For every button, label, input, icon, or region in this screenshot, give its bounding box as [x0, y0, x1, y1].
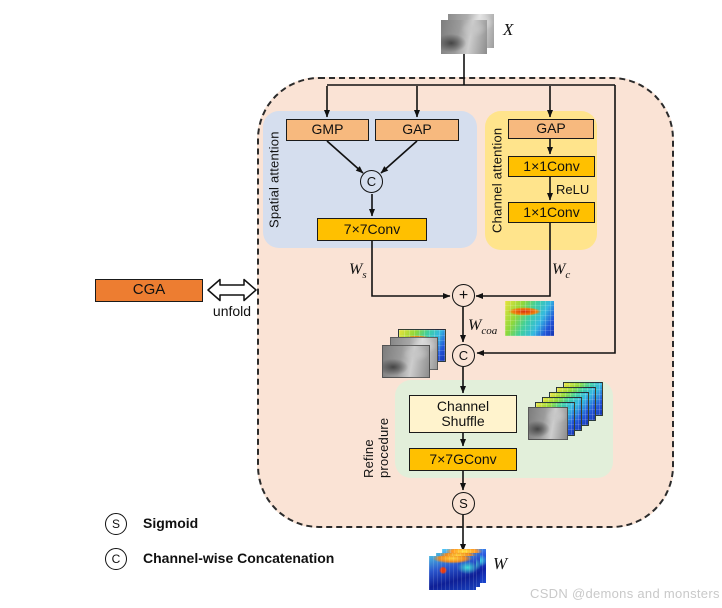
add-node: + [452, 284, 475, 307]
channel-attention-title: Channel attention [489, 127, 505, 234]
input-image-front [441, 20, 487, 54]
channel-shuffle-line1: Channel [436, 397, 490, 414]
output-weight-label: W [493, 554, 508, 573]
channel-weight-label: Wc [552, 261, 571, 282]
gconv7x7-box: 7×7GConv [409, 448, 517, 471]
gmp-box: GMP [286, 119, 369, 141]
channel-shuffle-box: Channel Shuffle [409, 395, 517, 433]
concat-stack-gray-front [382, 345, 430, 378]
input-tensor-label: X [503, 20, 514, 39]
gap-channel-box: GAP [508, 119, 594, 139]
watermark: CSDN @demons and monsters [530, 586, 720, 601]
spatial-attention-title: Spatial attention [266, 131, 282, 228]
channel-shuffle-line2: Shuffle [441, 413, 485, 429]
legend-sigmoid-icon: S [105, 513, 127, 535]
concat-node-main: C [452, 344, 475, 367]
unfold-label: unfold [212, 303, 252, 319]
output-map-front [429, 556, 476, 590]
coarse-weight-label: Wcoa [468, 317, 498, 338]
gap-spatial-box: GAP [375, 119, 459, 141]
refine-procedure-title: Refine procedure [361, 417, 391, 478]
unfold-double-arrow-icon [207, 278, 257, 302]
concat-node-spatial: C [360, 170, 383, 193]
conv1x1-box-2: 1×1Conv [508, 202, 595, 223]
relu-label: ReLU [556, 182, 590, 197]
refine-stack-gray-front [528, 407, 568, 440]
legend-concat-label: Channel-wise Concatenation [143, 550, 335, 566]
spatial-weight-label: Ws [349, 261, 367, 282]
legend-sigmoid-label: Sigmoid [143, 515, 199, 531]
sigmoid-node: S [452, 492, 475, 515]
legend-concat-icon: C [105, 548, 127, 570]
conv7x7-box: 7×7Conv [317, 218, 427, 241]
conv1x1-box-1: 1×1Conv [508, 156, 595, 177]
cga-box: CGA [95, 279, 203, 302]
coarse-attention-heatmap [505, 301, 554, 336]
